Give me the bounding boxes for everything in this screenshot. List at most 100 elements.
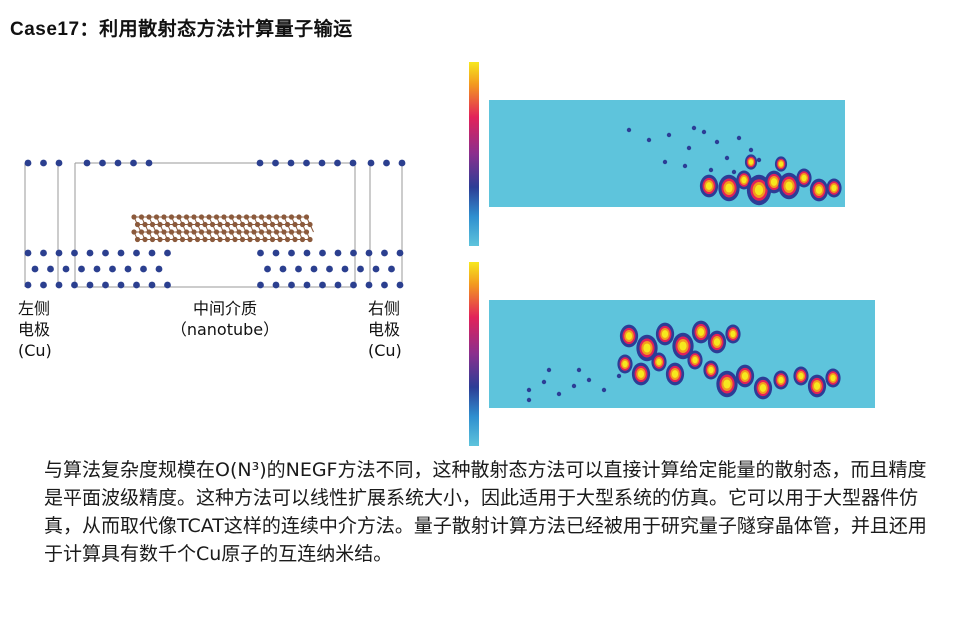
density-blob xyxy=(636,334,658,362)
density-blob xyxy=(778,172,800,200)
cu-atom xyxy=(365,249,373,257)
cu-atom xyxy=(62,265,70,273)
cu-atom xyxy=(272,159,279,167)
density-blob xyxy=(826,178,842,198)
right-label-line1: 右侧 xyxy=(368,299,401,318)
cu-atom xyxy=(288,281,295,289)
cu-atom xyxy=(124,265,132,273)
cu-atom xyxy=(349,159,357,167)
density-blob xyxy=(753,376,773,400)
cu-atom xyxy=(381,281,388,289)
density-speck xyxy=(748,147,754,153)
density-blob xyxy=(796,168,812,188)
cu-atom xyxy=(71,249,78,257)
colorbar-top xyxy=(469,62,479,246)
density-blob xyxy=(735,364,755,388)
cu-atom xyxy=(164,249,171,257)
carbon-atom xyxy=(258,214,265,220)
density-blob xyxy=(665,362,685,386)
description-paragraph: 与算法复杂度规模在O(N³)的NEGF方法不同，这种散射态方法可以直接计算给定能… xyxy=(44,459,927,565)
density-blob xyxy=(687,350,703,370)
cu-atom xyxy=(388,265,395,273)
density-speck xyxy=(586,377,592,383)
density-blob xyxy=(631,362,651,386)
cu-atom xyxy=(350,249,357,257)
cu-atom xyxy=(102,249,109,257)
cu-atom xyxy=(78,265,85,273)
title-text: 利用散射态方法计算量子输运 xyxy=(99,18,353,40)
cu-atom xyxy=(93,265,101,273)
density-speck xyxy=(626,127,632,133)
cu-atom xyxy=(130,159,137,167)
density-speck xyxy=(736,135,742,141)
cu-atom xyxy=(86,249,94,257)
slide-title: Case17：利用散射态方法计算量子输运 xyxy=(10,14,353,41)
cu-atom xyxy=(55,281,63,289)
cu-atom xyxy=(396,281,404,289)
cu-atom xyxy=(256,159,264,167)
left-electrode-label: 左侧 电极 (Cu) xyxy=(18,298,52,361)
density-blob xyxy=(809,178,829,202)
density-speck xyxy=(571,383,577,389)
density-speck xyxy=(682,163,688,169)
cu-atom xyxy=(398,159,406,167)
density-speck xyxy=(546,367,552,373)
cu-atom xyxy=(257,281,264,289)
cu-atom xyxy=(334,281,342,289)
density-blob xyxy=(617,354,633,374)
cu-atom xyxy=(114,159,122,167)
cu-atom xyxy=(133,281,140,289)
cu-atom xyxy=(367,159,375,167)
carbon-atom xyxy=(251,229,257,235)
carbon-atom xyxy=(258,229,265,235)
cu-atom xyxy=(264,265,271,273)
carbon-atom xyxy=(254,236,261,243)
density-blob xyxy=(716,370,738,398)
cu-atom xyxy=(334,249,342,257)
density-blob xyxy=(725,324,741,344)
density-speck xyxy=(526,387,532,393)
density-speck xyxy=(756,157,762,163)
density-speck xyxy=(616,373,622,379)
carbon-atom xyxy=(251,214,257,220)
density-blob xyxy=(744,154,758,170)
mid-label-line2: （nanotube） xyxy=(170,320,280,339)
cu-atom xyxy=(164,281,171,289)
density-blob xyxy=(619,324,639,348)
colorbar-bottom xyxy=(469,262,479,446)
cu-atom xyxy=(288,249,295,257)
device-structure-diagram xyxy=(24,159,406,289)
cu-atom xyxy=(71,281,78,289)
density-speck xyxy=(666,132,672,138)
cu-atom xyxy=(24,159,32,167)
cu-atom xyxy=(117,249,125,257)
cu-atom xyxy=(318,159,326,167)
density-speck xyxy=(576,367,582,373)
density-speck xyxy=(731,169,737,175)
cu-atom xyxy=(303,249,311,257)
cu-atom xyxy=(303,159,310,167)
cu-atom xyxy=(341,265,349,273)
right-electrode-label: 右侧 电极 (Cu) xyxy=(368,298,402,361)
cu-atom xyxy=(155,265,163,273)
cu-atom xyxy=(295,265,302,273)
density-speck xyxy=(701,129,707,135)
cu-atom xyxy=(381,249,388,257)
case-number: Case17： xyxy=(10,19,100,40)
cu-atom xyxy=(86,281,94,289)
cu-atom xyxy=(47,265,54,273)
carbon-atom xyxy=(254,221,261,228)
cu-atom xyxy=(383,159,390,167)
cu-atom xyxy=(272,281,280,289)
cu-atom xyxy=(140,265,147,273)
cu-atom xyxy=(257,249,264,257)
cu-atom xyxy=(40,249,47,257)
density-speck xyxy=(686,145,692,151)
density-speck xyxy=(714,139,720,145)
density-blob xyxy=(655,322,675,346)
cu-atom xyxy=(303,281,311,289)
density-speck xyxy=(526,397,532,403)
cu-atom xyxy=(372,265,380,273)
mid-label-line1: 中间介质 xyxy=(192,299,257,318)
right-label-line3: (Cu) xyxy=(368,341,402,360)
